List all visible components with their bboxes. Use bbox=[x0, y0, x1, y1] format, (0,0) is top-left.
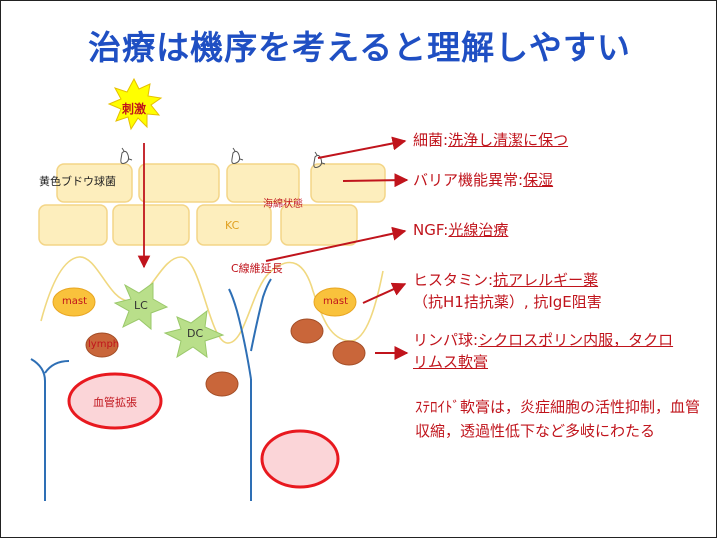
bacteria-label: 黄色ブドウ球菌 bbox=[39, 175, 116, 188]
keratinocyte-cell bbox=[310, 163, 386, 203]
blood-vessel bbox=[260, 429, 340, 489]
arrow-histamine bbox=[362, 282, 407, 304]
mast-cell bbox=[313, 287, 357, 317]
keratinocyte-cell bbox=[38, 204, 108, 246]
spongiosis-label: 海綿状態 bbox=[263, 199, 303, 210]
nerve-fiber bbox=[228, 278, 272, 501]
treatment-body: 保湿 bbox=[523, 171, 554, 189]
treatment-head: ヒスタミン: bbox=[413, 271, 494, 289]
dermal-papillae-line bbox=[40, 256, 384, 344]
keratinocyte-cell bbox=[138, 163, 220, 203]
kc-label: KC bbox=[225, 219, 240, 232]
mast-label-left: mast bbox=[62, 296, 87, 307]
arrow-ngf bbox=[265, 226, 407, 262]
nerve-fiber bbox=[30, 358, 70, 501]
treatment-body-line2: （抗H1拮抗薬）, 抗IgE阻害 bbox=[413, 293, 602, 311]
lymphocyte bbox=[205, 371, 239, 397]
treatment-head: バリア機能異常: bbox=[413, 171, 524, 189]
blood-vessel bbox=[67, 372, 163, 430]
keratinocyte-cell bbox=[226, 163, 300, 203]
dendritic-cell bbox=[163, 309, 225, 359]
bacteria-icon bbox=[231, 147, 244, 164]
arrow-barrier bbox=[342, 173, 409, 188]
keratinocyte-layer bbox=[38, 163, 386, 246]
arrow-bacteria bbox=[317, 136, 407, 159]
treatment-barrier: バリア機能異常:保湿 bbox=[413, 169, 553, 190]
keratinocyte-cell bbox=[280, 204, 358, 246]
bacteria-icons bbox=[120, 147, 326, 168]
treatment-body: 洗浄し清潔に保つ bbox=[448, 131, 569, 149]
steroid-note: ｽﾃﾛｲﾄﾞ軟膏は，炎症細胞の活性抑制，血管収縮，透過性低下など多岐にわたる bbox=[415, 398, 701, 440]
bacteria-icon bbox=[313, 151, 326, 168]
lymphocyte bbox=[85, 332, 119, 358]
treatment-head: 細菌: bbox=[413, 131, 449, 149]
keratinocyte-cell bbox=[196, 204, 272, 246]
bacteria-icon bbox=[120, 147, 133, 164]
treatment-body: シクロスポリン内服，タクロ bbox=[478, 331, 674, 349]
keratinocyte-cell bbox=[56, 163, 133, 203]
treatment-lymphocyte: リンパ球:シクロスポリン内服，タクロ リムス軟膏 bbox=[413, 329, 673, 373]
treatment-head: NGF: bbox=[413, 221, 449, 239]
page-title: 治療は機序を考えると理解しやすい bbox=[88, 28, 631, 67]
keratinocyte-cell bbox=[112, 204, 190, 246]
treatment-ngf: NGF:光線治療 bbox=[413, 219, 508, 240]
treatment-bacteria: 細菌:洗浄し清潔に保つ bbox=[413, 129, 568, 150]
dc-label: DC bbox=[187, 327, 204, 340]
treatment-body: 抗アレルギー薬 bbox=[493, 271, 599, 289]
treatment-head: リンパ球: bbox=[413, 331, 479, 349]
lymph-label: lymph bbox=[88, 339, 120, 350]
stimulus-starburst bbox=[107, 77, 163, 131]
treatment-histamine: ヒスタミン:抗アレルギー薬 （抗H1拮抗薬）, 抗IgE阻害 bbox=[413, 269, 602, 313]
mast-cell bbox=[52, 287, 96, 317]
stimulus-label: 刺激 bbox=[122, 102, 147, 116]
treatment-body: 光線治療 bbox=[448, 221, 509, 239]
lymphocyte bbox=[290, 318, 324, 344]
nerve-label: C線維延長 bbox=[231, 262, 283, 275]
lc-label: LC bbox=[134, 299, 148, 312]
mast-label-right: mast bbox=[323, 296, 348, 307]
langerhans-cell bbox=[113, 282, 169, 331]
lymphocyte bbox=[332, 340, 366, 366]
treatment-body-line2: リムス軟膏 bbox=[413, 353, 489, 371]
vasodilation-label: 血管拡張 bbox=[93, 396, 137, 409]
